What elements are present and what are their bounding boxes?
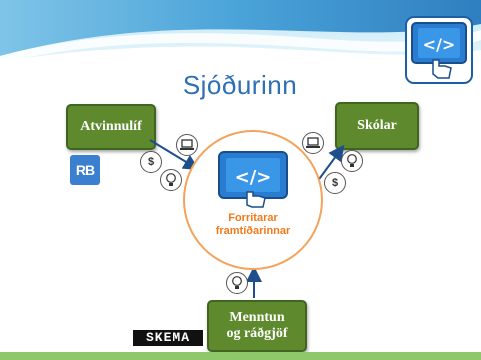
education-box: Menntun og ráðgjöf xyxy=(207,300,307,352)
svg-text:</>: </> xyxy=(423,35,456,54)
education-label-line1: Menntun xyxy=(229,310,285,325)
dollar-icon: $ xyxy=(324,172,346,194)
footer-bar xyxy=(0,352,481,360)
skema-logo: SKEMA xyxy=(133,330,203,346)
center-label-line2: framtíðarinnar xyxy=(215,225,291,237)
dollar-symbol: $ xyxy=(331,177,339,189)
svg-text:</>: </> xyxy=(235,167,272,188)
center-label-line1: Forritarar xyxy=(228,212,278,224)
education-label-line2: og ráðgjöf xyxy=(226,326,288,341)
code-hand-icon: </> xyxy=(405,16,473,84)
schools-label: Skólar xyxy=(357,118,397,133)
dollar-icon: $ xyxy=(140,151,162,173)
lightbulb-icon xyxy=(160,169,182,191)
center-label: Forritarar framtíðarinnar xyxy=(185,212,321,238)
arrow-business-to-center xyxy=(149,139,200,171)
laptop-icon xyxy=(302,132,324,154)
business-label: Atvinnulíf xyxy=(80,119,142,134)
schools-box: Skólar xyxy=(335,102,419,150)
code-hand-icon: </> xyxy=(217,150,289,208)
dollar-symbol: $ xyxy=(147,156,155,168)
rb-logo: RB xyxy=(70,155,100,185)
lightbulb-icon xyxy=(341,150,363,172)
lightbulb-icon xyxy=(226,272,248,294)
header-banner xyxy=(0,0,481,64)
business-box: Atvinnulíf xyxy=(66,104,156,150)
page-title: Sjóðurinn xyxy=(182,70,298,100)
laptop-icon xyxy=(176,134,198,156)
